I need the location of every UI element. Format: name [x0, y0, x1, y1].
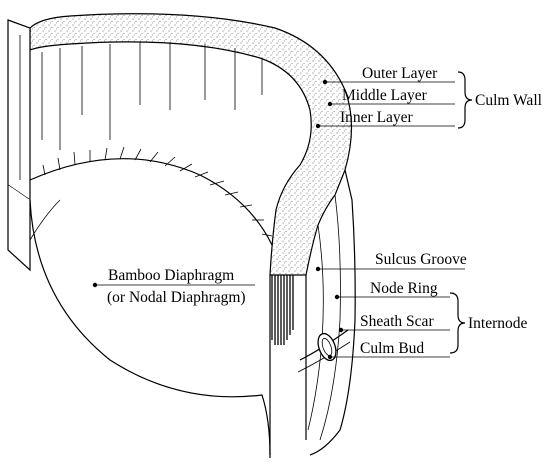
sheath-scar: [297, 341, 351, 373]
culm-outer-surface: [309, 169, 356, 456]
label-inner-layer: Inner Layer: [340, 109, 414, 126]
label-node-ring: Node Ring: [370, 280, 438, 297]
label-sheath-scar: Sheath Scar: [360, 313, 434, 330]
internode-brace: [449, 292, 466, 354]
label-culm-bud: Culm Bud: [360, 340, 424, 357]
label-culm-wall: Culm Wall: [475, 92, 542, 109]
leader-lines: [92, 79, 465, 360]
culm-wall-section: [29, 13, 353, 276]
diaphragm-hatching: [42, 146, 273, 237]
left-wall-block: [7, 19, 31, 202]
label-diaphragm-line2: (or Nodal Diaphragm): [107, 289, 246, 306]
diaphragm-inner-edge: [29, 199, 61, 241]
culm-wall-brace: [457, 71, 473, 129]
label-sulcus-groove: Sulcus Groove: [375, 251, 467, 268]
left-wall-lower: [7, 185, 31, 272]
interior-striations: [19, 35, 263, 180]
vascular-bundles: [271, 275, 294, 345]
culm-outer-inner-line: [319, 194, 341, 441]
diaphragm-top-arc: [29, 158, 273, 246]
label-outer-layer: Outer Layer: [362, 65, 438, 82]
label-diaphragm-line1: Bamboo Diaphragm: [108, 267, 234, 284]
label-middle-layer: Middle Layer: [342, 87, 428, 104]
diaphragm-bowl: [29, 199, 271, 456]
label-internode: Internode: [468, 315, 528, 332]
culm-bud: [317, 332, 337, 362]
